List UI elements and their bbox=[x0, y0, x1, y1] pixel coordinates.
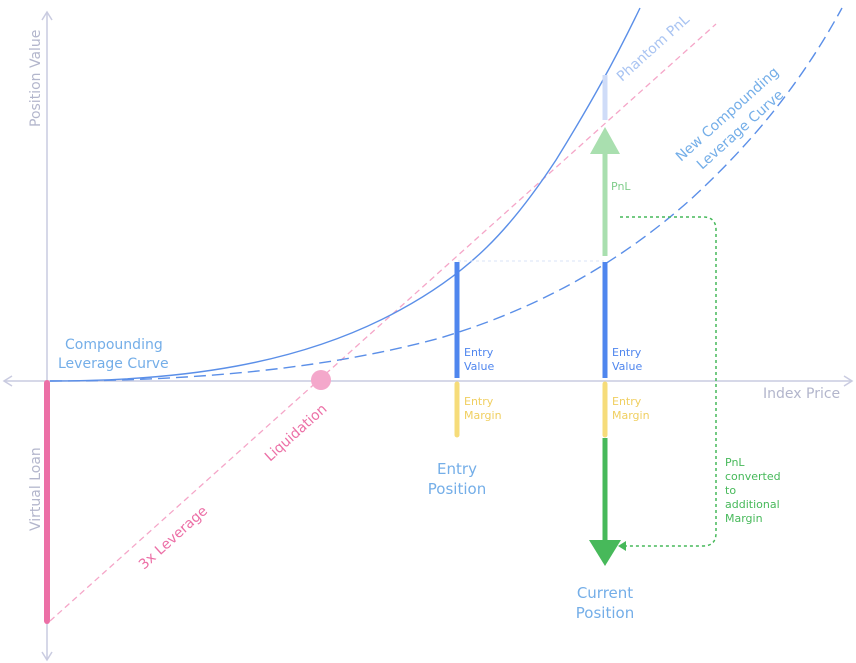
entry-position-title-line2: Position bbox=[428, 480, 486, 498]
current-position-title-line1: Current bbox=[577, 584, 633, 602]
compounding-label-line2: Leverage Curve bbox=[58, 356, 169, 372]
pnl-conversion-path bbox=[620, 216, 717, 547]
entry-value-label-line1: Entry bbox=[464, 346, 494, 359]
current-margin-label-line2: Margin bbox=[612, 409, 650, 422]
x-axis-right-arrow bbox=[843, 375, 854, 387]
conversion-note-line2: converted bbox=[725, 470, 781, 483]
current-position-title-line2: Position bbox=[576, 604, 634, 622]
x-axis-label: Index Price bbox=[763, 386, 840, 402]
liquidation-point bbox=[311, 370, 331, 390]
virtual-loan-label: Virtual Loan bbox=[28, 447, 44, 531]
entry-margin-label-line1: Entry bbox=[464, 395, 494, 408]
compounding-label-line1: Compounding bbox=[65, 337, 163, 353]
entry-value-label-line2: Value bbox=[464, 360, 494, 373]
entry-margin-label-line2: Margin bbox=[464, 409, 502, 422]
y-axis-top-arrow bbox=[41, 10, 53, 21]
phantom-pnl-label: Phantom PnL bbox=[614, 12, 693, 85]
conversion-note-line4: additional bbox=[725, 498, 780, 511]
conversion-note-line1: PnL bbox=[725, 456, 745, 469]
three-x-leverage-line bbox=[49, 23, 717, 622]
three-x-leverage-label: 3x Leverage bbox=[136, 503, 211, 573]
pnl-arrow-head bbox=[590, 127, 620, 154]
y-axis-bottom-arrow bbox=[41, 651, 53, 662]
entry-position-title-line1: Entry bbox=[437, 460, 477, 478]
y-axis-label: Position Value bbox=[28, 30, 44, 127]
conversion-note-line5: Margin bbox=[725, 512, 763, 525]
current-margin-label-line1: Entry bbox=[612, 395, 642, 408]
new-compounding-leverage-curve bbox=[49, 7, 843, 382]
current-value-label-line2: Value bbox=[612, 360, 642, 373]
liquidation-label: Liquidation bbox=[262, 401, 330, 465]
conversion-note-line3: to bbox=[725, 484, 736, 497]
x-axis-left-arrow bbox=[2, 375, 13, 387]
pnl-label: PnL bbox=[611, 180, 631, 193]
compounding-leverage-curve bbox=[49, 7, 641, 382]
current-value-label-line1: Entry bbox=[612, 346, 642, 359]
margin-arrow-head bbox=[589, 540, 621, 566]
pnl-conversion-arrow-head bbox=[618, 541, 626, 551]
